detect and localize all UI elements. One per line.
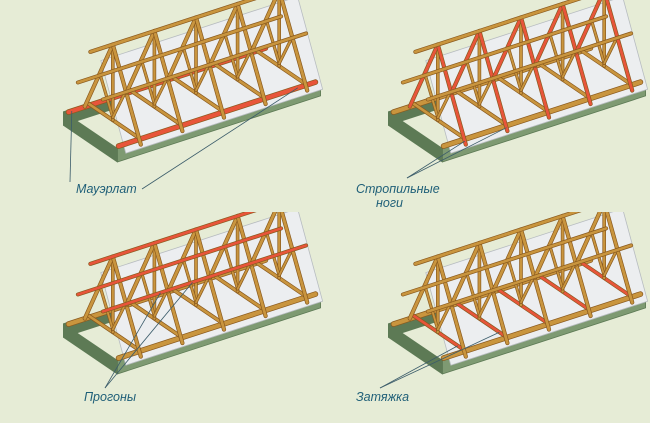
leader-rafter-2 — [406, 140, 466, 179]
mauerlat-front — [116, 291, 318, 360]
mauerlat-front — [116, 80, 318, 149]
truss-2-strut-front — [478, 289, 493, 317]
caption-rafters-line-1: Стропильные — [356, 182, 440, 196]
leader-rafter-1 — [406, 127, 507, 179]
purlin-front — [101, 32, 308, 101]
ridge-beam — [89, 0, 255, 54]
truss-1-strut-front — [111, 91, 127, 119]
panel-purlins — [63, 211, 324, 388]
leader-tie-beam-2 — [379, 331, 500, 388]
ridge-beam — [414, 211, 580, 265]
truss-3-strut-front — [195, 64, 210, 92]
truss-3-strut-front — [520, 64, 535, 92]
caption-purlins: Прогоны — [84, 390, 137, 404]
truss-5-rafter-front — [605, 211, 634, 304]
truss-3-strut-front — [520, 275, 535, 303]
truss-4-strut-front — [561, 262, 577, 290]
panel-rafters — [388, 0, 649, 179]
truss-5-strut-front — [603, 248, 618, 276]
truss-2-strut-front — [478, 77, 493, 105]
truss-2-strut-front — [153, 77, 168, 105]
side-wall — [388, 111, 443, 163]
side-wall — [63, 111, 118, 163]
purlin-front — [101, 243, 308, 313]
leader-tie-beam-1 — [379, 344, 458, 388]
purlin-back — [401, 226, 608, 296]
panel-tie-beam — [379, 211, 649, 388]
purlin-back — [76, 226, 283, 296]
leader-purlin-1 — [104, 292, 161, 388]
caption-mauerlat: Мауэрлат — [76, 182, 137, 196]
purlin-front — [426, 243, 633, 313]
mauerlat-front — [441, 80, 643, 149]
panel-mauerlat — [63, 0, 324, 190]
truss-3-strut-front — [195, 275, 210, 303]
truss-1-strut-front — [436, 91, 452, 119]
truss-2-strut-front — [153, 289, 168, 317]
truss-4-strut-front — [236, 262, 252, 290]
caption-rafters-line-2: ноги — [376, 196, 403, 210]
purlin-back — [401, 15, 608, 84]
side-wall — [63, 322, 118, 374]
caption-tie-beam: Затяжка — [356, 390, 410, 404]
truss-1-strut-front — [111, 302, 127, 330]
ridge-beam — [89, 211, 255, 265]
truss-5-strut-front — [278, 37, 293, 65]
truss-5-rafter-front — [280, 211, 309, 304]
truss-1-strut-front — [436, 302, 452, 330]
truss-4-strut-front — [236, 50, 252, 78]
truss-4-strut-front — [561, 50, 577, 78]
truss-5-strut-front — [603, 37, 618, 65]
purlin-back — [76, 15, 283, 84]
truss-5-strut-front — [278, 248, 293, 276]
ridge-beam — [414, 0, 580, 54]
mauerlat-front — [441, 291, 643, 360]
leader-mauerlat-front — [141, 87, 299, 190]
purlin-front — [426, 32, 633, 101]
truss-5-rafter-front — [280, 0, 309, 92]
leader-mauerlat-back — [69, 111, 73, 183]
truss-5-rafter-front — [605, 0, 634, 92]
leader-purlin-2 — [104, 281, 193, 388]
